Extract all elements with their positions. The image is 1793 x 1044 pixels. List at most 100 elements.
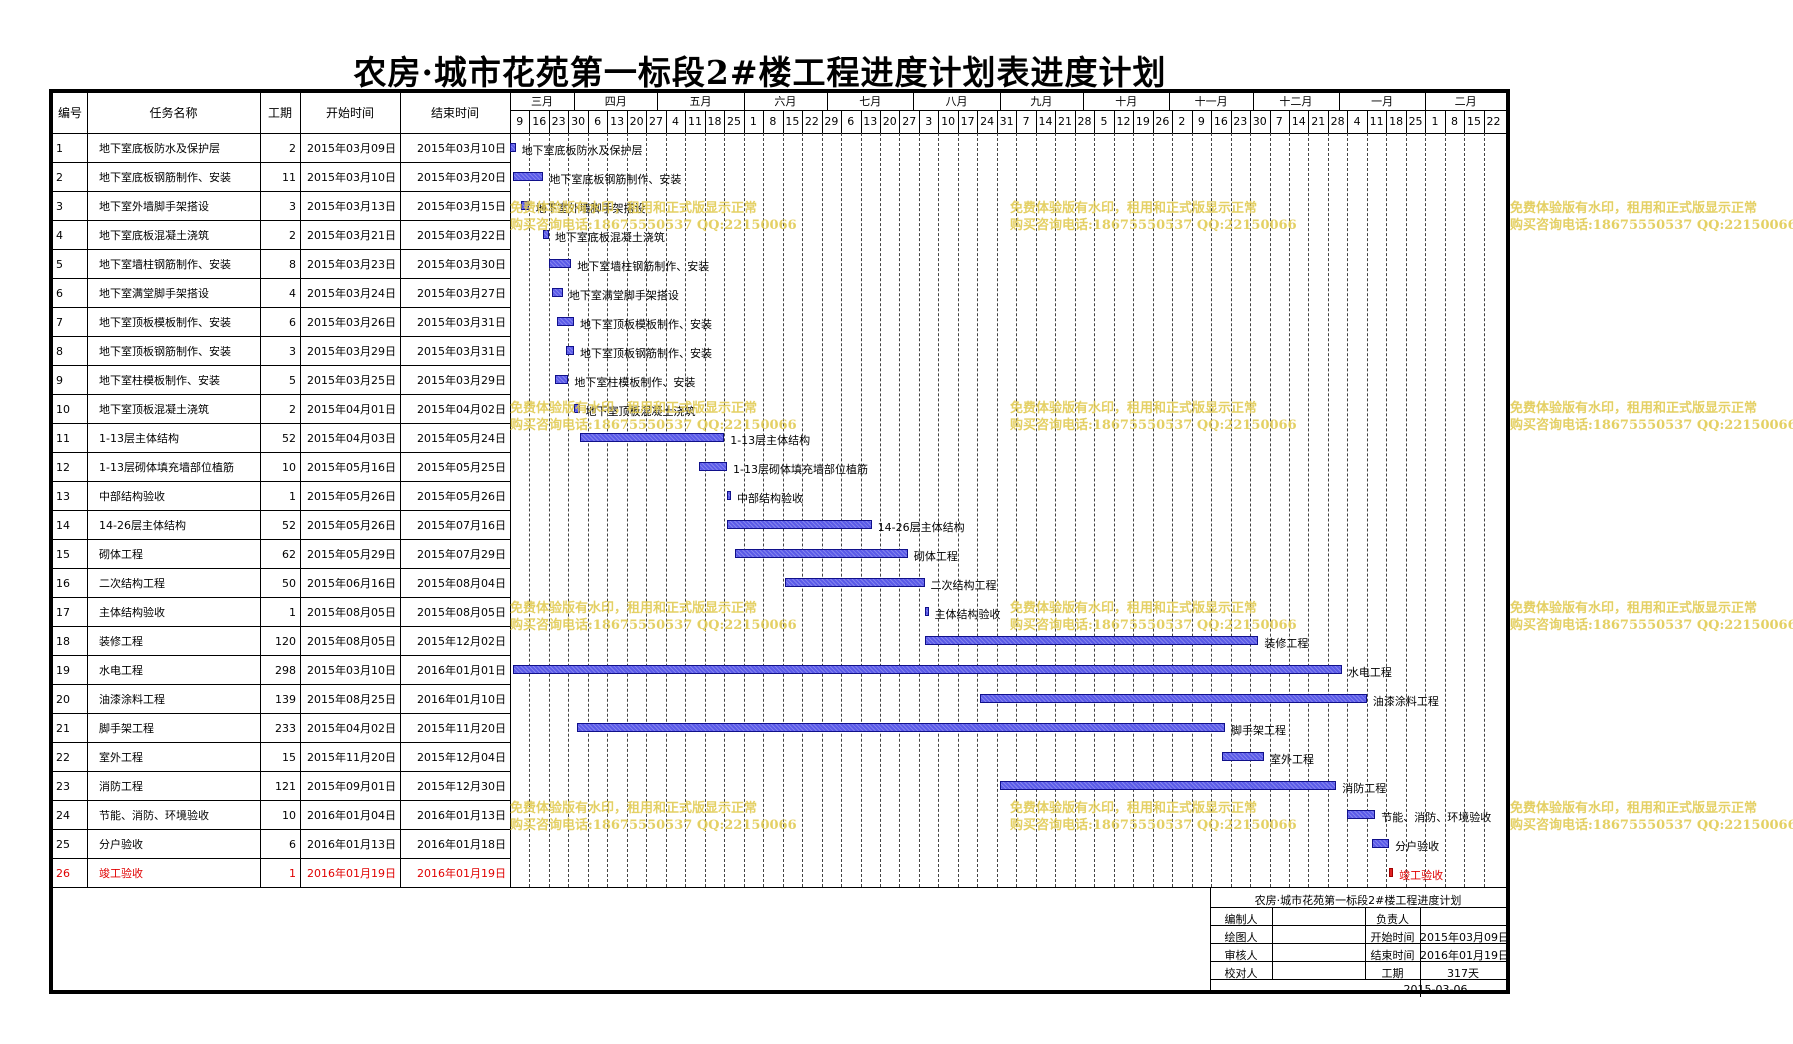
task-id: 24 [56, 810, 70, 821]
week-grid-line [529, 133, 530, 887]
week-day-label: 15 [1467, 116, 1481, 127]
task-duration: 1 [289, 607, 296, 618]
info-box-drawer-label: 绘图人 [1224, 931, 1258, 944]
week-tick-line [861, 110, 862, 133]
month-label: 九月 [1030, 96, 1053, 107]
month-divider-line [510, 110, 1506, 111]
month-label: 一月 [1371, 96, 1394, 107]
info-box-reviewer-label: 审核人 [1224, 949, 1258, 962]
column-divider-line [300, 93, 301, 887]
week-tick-line [607, 110, 608, 133]
row-divider-line [53, 626, 510, 627]
task-name: 地下室底板钢筋制作、安装 [99, 172, 231, 183]
task-name: 脚手架工程 [99, 723, 154, 734]
task-duration: 233 [275, 723, 296, 734]
task-name: 地下室柱模板制作、安装 [99, 375, 220, 386]
week-tick-line [1036, 110, 1037, 133]
week-tick-line [1347, 110, 1348, 133]
info-box-start-label: 开始时间 [1370, 931, 1415, 944]
week-day-label: 22 [804, 116, 819, 127]
task-end: 2016年01月19日 [417, 868, 506, 879]
task-end: 2015年08月05日 [417, 607, 506, 618]
row-divider-line [53, 307, 510, 308]
task-id: 2 [56, 172, 63, 183]
week-grid-line [744, 133, 745, 887]
week-tick-line [724, 110, 725, 133]
info-box-compiler-label: 编制人 [1224, 913, 1258, 926]
task-name: 地下室顶板混凝土浇筑 [99, 404, 209, 415]
row-divider-line [53, 655, 510, 656]
month-tick-line [1425, 93, 1426, 110]
week-grid-line [666, 133, 667, 887]
gantt-bar-label: 装修工程 [1264, 637, 1309, 650]
task-id: 1 [56, 143, 63, 154]
gantt-bar [1372, 839, 1390, 848]
gantt-bar-label: 地下室底板混凝土浇筑 [554, 231, 665, 244]
task-end: 2015年03月10日 [417, 143, 506, 154]
week-day-label: 9 [1197, 116, 1205, 127]
week-grid-line [1055, 133, 1056, 887]
week-grid-line [588, 133, 589, 887]
task-id: 26 [56, 868, 70, 879]
gantt-bar [512, 172, 544, 181]
row-divider-line [53, 278, 510, 279]
task-name: 主体结构验收 [99, 607, 165, 618]
task-name: 1-13层砌体填充墙部位植筋 [99, 462, 234, 473]
info-box-date: 2015-03-06 [1403, 983, 1468, 996]
week-grid-line [899, 133, 900, 887]
week-grid-line [783, 133, 784, 887]
week-tick-line [802, 110, 803, 133]
task-start: 2015年11月20日 [307, 752, 396, 763]
gantt-bar-label: 砌体工程 [913, 550, 958, 563]
week-tick-line [763, 110, 764, 133]
task-id: 18 [56, 636, 70, 647]
task-start: 2015年05月26日 [307, 491, 396, 502]
task-duration: 3 [289, 346, 296, 357]
task-end: 2016年01月18日 [417, 839, 506, 850]
gantt-bar [735, 549, 908, 558]
week-day-label: 6 [594, 116, 602, 127]
week-tick-line [1172, 110, 1173, 133]
week-tick-line [783, 110, 784, 133]
task-end: 2016年01月13日 [417, 810, 506, 821]
week-day-label: 30 [571, 116, 586, 127]
week-day-label: 1 [1431, 116, 1439, 127]
info-box-col2 [1365, 907, 1366, 979]
task-end: 2015年03月31日 [417, 317, 506, 328]
gantt-bar-label: 中部结构验收 [737, 492, 803, 505]
week-day-label: 14 [1038, 116, 1053, 127]
task-id: 19 [56, 665, 70, 676]
week-tick-line [588, 110, 589, 133]
week-tick-line [1445, 110, 1446, 133]
week-tick-line [1192, 110, 1193, 133]
row-divider-line [53, 191, 510, 192]
task-start: 2015年03月25日 [307, 375, 396, 386]
gantt-bar-label: 地下室底板防水及保护层 [521, 144, 643, 157]
task-duration: 2 [289, 404, 296, 415]
week-tick-line [958, 110, 959, 133]
gantt-bar-label: 消防工程 [1342, 782, 1387, 795]
task-id: 21 [56, 723, 70, 734]
gantt-bar-label: 地下室顶板模板制作、安装 [579, 318, 712, 331]
week-day-label: 6 [847, 116, 855, 127]
row-divider-line [53, 394, 510, 395]
task-end: 2015年03月22日 [417, 230, 506, 241]
task-id: 7 [56, 317, 63, 328]
week-grid-line [1464, 133, 1465, 887]
row-divider-line [53, 597, 510, 598]
watermark-line2: 购买咨询电话:18675550537 QQ:22150066 [1510, 418, 1793, 433]
week-day-label: 16 [1213, 116, 1228, 127]
week-grid-line [958, 133, 959, 887]
watermark-text: 免费体验版有水印，租用和正式版显示正常购买咨询电话:18675550537 QQ… [1510, 800, 1793, 834]
task-name: 地下室顶板钢筋制作、安装 [99, 346, 231, 357]
week-day-label: 20 [882, 116, 897, 127]
week-tick-line [1211, 110, 1212, 133]
header-bottom-line [53, 133, 1506, 134]
week-tick-line [685, 110, 686, 133]
info-box-left-line [1210, 887, 1211, 990]
task-id: 13 [56, 491, 70, 502]
task-duration: 3 [289, 201, 296, 212]
gantt-bar-label: 地下室柱模板制作、安装 [574, 376, 696, 389]
task-duration: 6 [289, 317, 296, 328]
task-end: 2015年03月15日 [417, 201, 506, 212]
